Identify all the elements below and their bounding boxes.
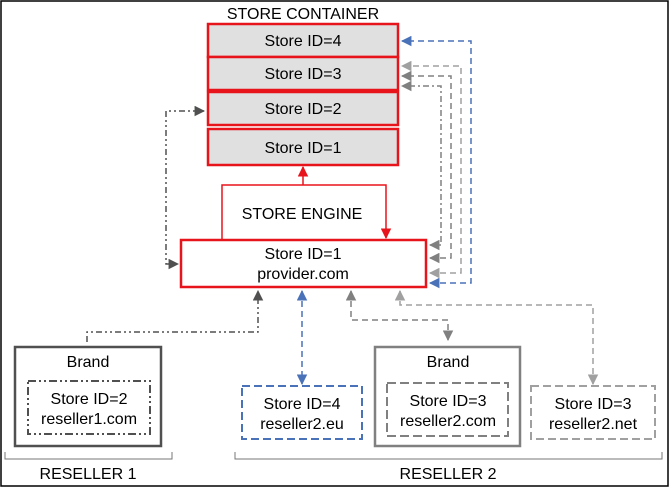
- reseller2-label: RESELLER 2: [400, 466, 497, 483]
- reseller2-eu-store[interactable]: [241, 385, 363, 440]
- reseller2-com-domain: reseller2.com: [400, 413, 496, 430]
- store-slot-4-label: Store ID=4: [265, 33, 342, 50]
- reseller2-brand-box: Brand Store ID=3 reseller2.com: [373, 345, 522, 448]
- reseller2-eu-domain: reseller2.eu: [260, 416, 344, 433]
- dashdot-connector-left: [165, 105, 206, 270]
- store-engine: STORE ENGINE: [221, 165, 392, 240]
- reseller1-brand-label: Brand: [67, 354, 110, 371]
- light-connector-right: [400, 60, 462, 279]
- engine-label: STORE ENGINE: [242, 206, 363, 223]
- reseller2-eu-id: Store ID=4: [264, 396, 341, 413]
- reseller2-com-id: Store ID=3: [410, 393, 487, 410]
- reseller1-brand-box: Brand Store ID=2 reseller1.com: [13, 345, 163, 448]
- reseller2-brand-label: Brand: [427, 354, 470, 371]
- store-slot-2[interactable]: [206, 90, 400, 127]
- reseller1-store-domain: reseller1.com: [41, 411, 137, 428]
- provider-domain: provider.com: [257, 266, 349, 283]
- store-slot-3[interactable]: [206, 55, 400, 92]
- store-container: Store ID=4 Store ID=3 Store ID=2 Store I…: [206, 22, 400, 167]
- container-title: STORE CONTAINER: [227, 6, 379, 23]
- mid-connector-right: [400, 70, 452, 264]
- provider-id: Store ID=1: [265, 246, 342, 263]
- reseller2-net-domain: reseller2.net: [549, 416, 638, 433]
- reseller1-store[interactable]: [27, 380, 151, 435]
- store-slot-2-label: Store ID=2: [265, 101, 342, 118]
- reseller2-net-store[interactable]: [530, 385, 656, 440]
- dark-connector-right: [400, 80, 442, 251]
- reseller2-net-connector: [394, 289, 599, 386]
- reseller2-bracket: [234, 452, 663, 460]
- store-slot-1[interactable]: [206, 127, 400, 167]
- reseller1-store-id: Store ID=2: [51, 391, 128, 408]
- reseller1-label: RESELLER 1: [40, 466, 137, 483]
- reseller1-connector: [86, 289, 264, 342]
- reseller2-com-store[interactable]: [386, 382, 509, 437]
- reseller2-net-id: Store ID=3: [555, 396, 632, 413]
- blue-connector-right: [400, 35, 472, 289]
- reseller1-bracket: [4, 452, 173, 460]
- store-slot-1-label: Store ID=1: [265, 140, 342, 157]
- engine-loop-left: [221, 184, 392, 240]
- store-slot-3-label: Store ID=3: [265, 66, 342, 83]
